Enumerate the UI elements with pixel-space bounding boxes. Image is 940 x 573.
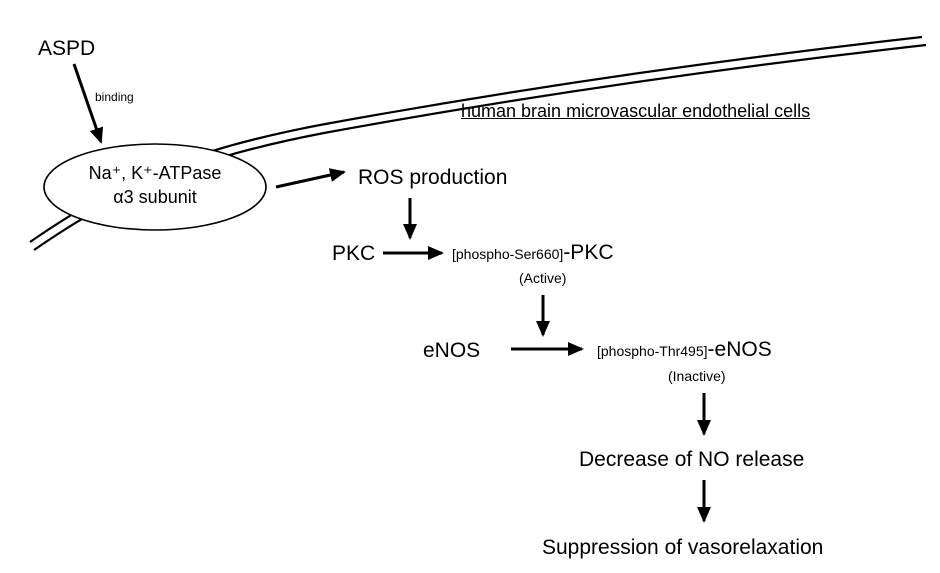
phospho-pkc-prefix: [phospho-Ser660] xyxy=(452,246,564,262)
arrow-aspd-to-receptor xyxy=(72,63,104,144)
cell-type-label: human brain microvascular endothelial ce… xyxy=(461,101,811,121)
pkc-label: PKC xyxy=(332,242,376,265)
no-release-label: Decrease of NO release xyxy=(579,448,805,471)
aspd-label: ASPD xyxy=(38,37,96,60)
binding-label: binding xyxy=(95,90,134,104)
pkc-state-label: (Active) xyxy=(519,270,567,286)
phospho-enos-prefix: [phospho-Thr495] xyxy=(597,343,708,359)
phospho-enos-suffix: -eNOS xyxy=(707,338,772,361)
ros-production-label: ROS production xyxy=(358,166,508,189)
receptor-subunit: α3 subunit xyxy=(113,187,197,207)
phospho-enos-label: [phospho-Thr495]-eNOS xyxy=(597,339,772,360)
enos-label: eNOS xyxy=(423,339,481,362)
enos-state-label: (Inactive) xyxy=(668,368,726,384)
phospho-pkc-suffix: -PKC xyxy=(563,241,614,264)
receptor-name: Na⁺, K⁺-ATPase xyxy=(88,163,222,183)
arrow-receptor-to-ros xyxy=(275,168,346,189)
receptor-ellipse xyxy=(43,143,267,231)
phospho-pkc-label: [phospho-Ser660]-PKC xyxy=(452,242,614,263)
vasorelaxation-label: Suppression of vasorelaxation xyxy=(542,536,824,559)
